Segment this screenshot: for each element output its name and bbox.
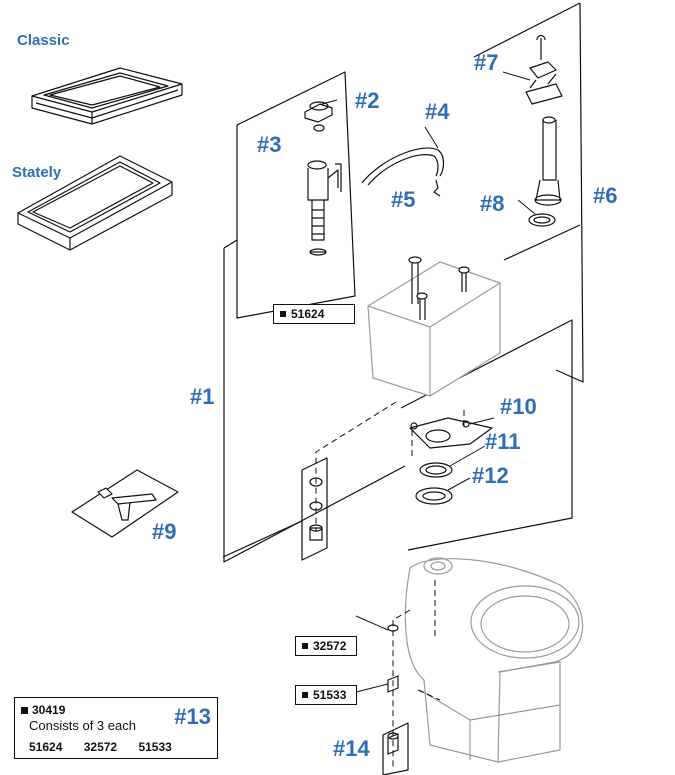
- part-number-washer: 32572: [313, 639, 347, 653]
- callout-11: #11: [485, 429, 521, 454]
- bowl-illustration: [404, 557, 584, 763]
- callout-14: #14: [333, 736, 370, 761]
- part-box-tank-bolt: 51624: [273, 304, 355, 324]
- part-marker-square: [280, 311, 286, 317]
- kit-header: 30419: [21, 703, 65, 717]
- bracket-9: [71, 469, 179, 538]
- bracket-2: [236, 71, 356, 319]
- callout-5: #5: [391, 187, 416, 212]
- kit-description: Consists of 3 each: [29, 718, 136, 733]
- gasket-12: [415, 487, 453, 505]
- callout-9: #9: [152, 519, 177, 544]
- part-number-tank-bolt: 51624: [291, 307, 325, 321]
- variant-label-stately: Stately: [12, 164, 62, 181]
- part-box-nut: 51533: [295, 685, 357, 705]
- callout-12: #12: [472, 463, 509, 488]
- kit-part-item: 51533: [138, 740, 172, 754]
- refill-clip: [433, 179, 441, 197]
- callout-1: #1: [190, 384, 215, 409]
- kit-part-item: 32572: [83, 740, 118, 754]
- kit-part-item: 51624: [29, 740, 63, 754]
- flush-valve-illustration: [525, 34, 563, 227]
- bracket-10: [400, 319, 573, 551]
- bracket-1: [223, 239, 406, 563]
- bracket-6: [473, 2, 584, 383]
- kit-part-list: 51624 32572 51533: [29, 740, 190, 754]
- kit-box: 30419 Consists of 3 each 51624 32572 515…: [14, 697, 218, 759]
- callout-7: #7: [474, 50, 499, 75]
- part-marker-square: [21, 707, 28, 714]
- part-marker-square: [302, 643, 308, 649]
- gasket-plate-illustration: [409, 417, 493, 449]
- variant-label-classic: Classic: [17, 32, 70, 49]
- trip-lever-illustration: [97, 487, 157, 521]
- callout-8: #8: [480, 191, 505, 216]
- callout-13: #13: [174, 704, 211, 729]
- callout-2: #2: [355, 88, 380, 113]
- stately-lid-illustration: [17, 155, 173, 251]
- part-box-washer: 32572: [295, 636, 357, 656]
- callout-3: #3: [257, 132, 282, 157]
- gasket-11: [419, 462, 453, 478]
- fill-valve-illustration: [304, 101, 342, 256]
- part-marker-square: [302, 692, 308, 698]
- tank-illustration: [367, 256, 501, 397]
- kit-part-number: 30419: [32, 703, 66, 717]
- bolt-panel: [301, 457, 328, 561]
- part-number-nut: 51533: [313, 688, 347, 702]
- callout-6: #6: [593, 183, 618, 208]
- refill-tube: [361, 147, 445, 186]
- classic-lid-illustration: [31, 67, 183, 125]
- callout-10: #10: [500, 394, 537, 419]
- bracket-bowl: [222, 520, 303, 558]
- callout-4: #4: [425, 99, 450, 124]
